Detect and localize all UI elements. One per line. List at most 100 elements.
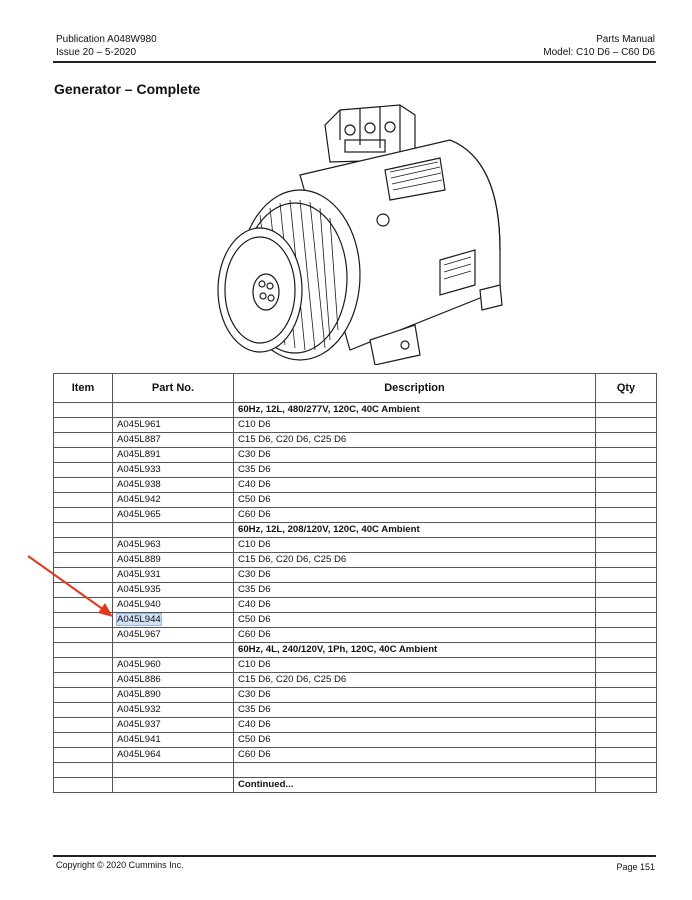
cell-part-no xyxy=(112,642,234,658)
cell-item xyxy=(53,657,113,673)
cell-part-no: A045L931 xyxy=(112,567,234,583)
cell-description: C40 D6 xyxy=(233,597,596,613)
cell-item xyxy=(53,702,113,718)
cell-item xyxy=(53,672,113,688)
header-right: Parts Manual Model: C10 D6 – C60 D6 xyxy=(543,33,655,59)
cell-part-no: A045L938 xyxy=(112,477,234,493)
cell-qty xyxy=(595,522,657,538)
cell-description: 60Hz, 12L, 480/277V, 120C, 40C Ambient xyxy=(233,402,596,418)
cell-part-no xyxy=(112,522,234,538)
model-range: Model: C10 D6 – C60 D6 xyxy=(543,47,655,58)
page-number: Page 151 xyxy=(616,862,655,872)
cell-part-no: A045L942 xyxy=(112,492,234,508)
column-header-qty: Qty xyxy=(595,373,657,403)
cell-qty xyxy=(595,537,657,553)
cell-item xyxy=(53,777,113,793)
cell-part-no: A045L944 xyxy=(112,612,234,628)
table-row xyxy=(53,762,657,778)
cell-description xyxy=(233,762,596,778)
cell-description: C40 D6 xyxy=(233,717,596,733)
cell-part-no xyxy=(112,402,234,418)
cell-part-no: A045L889 xyxy=(112,552,234,568)
cell-qty xyxy=(595,687,657,703)
cell-qty xyxy=(595,492,657,508)
cell-description: C40 D6 xyxy=(233,477,596,493)
group-header-row: 60Hz, 4L, 240/120V, 1Ph, 120C, 40C Ambie… xyxy=(53,642,657,658)
cell-description: C50 D6 xyxy=(233,492,596,508)
cell-item xyxy=(53,582,113,598)
cell-description: 60Hz, 12L, 208/120V, 120C, 40C Ambient xyxy=(233,522,596,538)
cell-item xyxy=(53,522,113,538)
cell-item xyxy=(53,567,113,583)
column-header-description: Description xyxy=(233,373,596,403)
cell-part-no: A045L960 xyxy=(112,657,234,673)
group-header-row: Continued... xyxy=(53,777,657,793)
cell-qty xyxy=(595,762,657,778)
cell-qty xyxy=(595,612,657,628)
group-header-row: 60Hz, 12L, 208/120V, 120C, 40C Ambient xyxy=(53,522,657,538)
cell-description: C50 D6 xyxy=(233,612,596,628)
cell-item xyxy=(53,552,113,568)
cell-qty xyxy=(595,702,657,718)
copyright: Copyright © 2020 Cummins Inc. xyxy=(56,860,184,870)
cell-qty xyxy=(595,597,657,613)
cell-part-no: A045L937 xyxy=(112,717,234,733)
publication-number: Publication A048W980 xyxy=(56,34,157,45)
cell-qty xyxy=(595,477,657,493)
header-divider xyxy=(53,61,656,63)
cell-part-no xyxy=(112,762,234,778)
cell-item xyxy=(53,717,113,733)
cell-description: C30 D6 xyxy=(233,567,596,583)
header-left: Publication A048W980 Issue 20 – 5-2020 xyxy=(56,33,157,59)
cell-item xyxy=(53,612,113,628)
cell-description: C30 D6 xyxy=(233,687,596,703)
cell-qty xyxy=(595,402,657,418)
cell-description: 60Hz, 4L, 240/120V, 1Ph, 120C, 40C Ambie… xyxy=(233,642,596,658)
cell-description: C10 D6 xyxy=(233,537,596,553)
cell-item xyxy=(53,432,113,448)
cell-qty xyxy=(595,672,657,688)
table-header-row: Item Part No. Description Qty xyxy=(53,373,657,403)
cell-qty xyxy=(595,432,657,448)
cell-qty xyxy=(595,417,657,433)
cell-item xyxy=(53,642,113,658)
cell-qty xyxy=(595,507,657,523)
generator-illustration xyxy=(217,104,503,365)
cell-qty xyxy=(595,717,657,733)
cell-qty xyxy=(595,642,657,658)
cell-part-no: A045L963 xyxy=(112,537,234,553)
cell-qty xyxy=(595,732,657,748)
cell-item xyxy=(53,507,113,523)
cell-item xyxy=(53,687,113,703)
cell-qty xyxy=(595,552,657,568)
group-header-row: 60Hz, 12L, 480/277V, 120C, 40C Ambient xyxy=(53,402,657,418)
cell-item xyxy=(53,477,113,493)
cell-description: C60 D6 xyxy=(233,507,596,523)
cell-item xyxy=(53,747,113,763)
cell-description: C10 D6 xyxy=(233,657,596,673)
issue-date: Issue 20 – 5-2020 xyxy=(56,47,137,58)
cell-part-no: A045L940 xyxy=(112,597,234,613)
cell-part-no: A045L932 xyxy=(112,702,234,718)
cell-part-no: A045L887 xyxy=(112,432,234,448)
cell-description: C10 D6 xyxy=(233,417,596,433)
cell-part-no: A045L933 xyxy=(112,462,234,478)
cell-qty xyxy=(595,567,657,583)
cell-qty xyxy=(595,747,657,763)
